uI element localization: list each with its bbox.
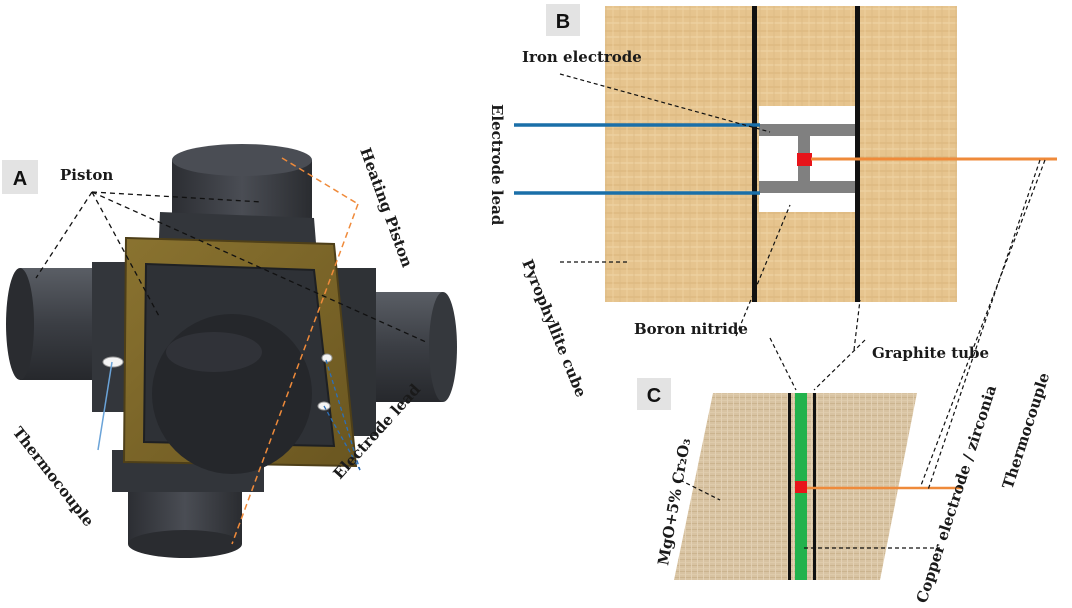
piston-label: Piston [60, 166, 113, 184]
panel-a-badge [2, 160, 38, 194]
thermocouple-label-c: Thermocouple [999, 370, 1054, 491]
panel-b-leaders [559, 73, 1046, 489]
graphite-tube-right [855, 6, 860, 302]
panel-c-leaders [679, 159, 1041, 549]
left-piston [6, 262, 142, 412]
sample [797, 153, 812, 166]
copper-electrode-label: Copper electrode / zirconia [913, 383, 1001, 606]
thermocouple-label-a: Thermocouple [9, 423, 98, 530]
iron-electrode-label: Iron electrode [522, 48, 642, 66]
panel-b-badge [546, 4, 580, 36]
panel-c-badge [637, 378, 671, 410]
graphite-wall-c-right [813, 393, 816, 580]
panel-a-letter: A [13, 168, 27, 190]
panel-a: A [2, 144, 457, 558]
electrode-pin-top [321, 353, 333, 363]
panel-a-leaders [35, 191, 427, 343]
panel-c-letter: C [647, 385, 661, 407]
thermocouple-leader [97, 361, 113, 451]
sample-c [795, 481, 807, 493]
electrode-lead-label-b: Electrode lead [488, 104, 506, 226]
graphite-wall-c-left [788, 393, 791, 580]
electrode-lead-leader [323, 359, 361, 471]
graphite-tube-label: Graphite tube [872, 344, 989, 362]
pyrophyllite-cube-label: Pyrophyllite cube [518, 257, 590, 400]
boron-nitride-label: Boron nitride [634, 320, 748, 338]
heating-piston-label: Heating Piston [356, 145, 416, 270]
graphite-tube-left [752, 6, 757, 302]
heating-piston-leader [231, 157, 359, 545]
thermocouple-pin [102, 356, 124, 368]
panel-b-letter: B [556, 11, 570, 33]
